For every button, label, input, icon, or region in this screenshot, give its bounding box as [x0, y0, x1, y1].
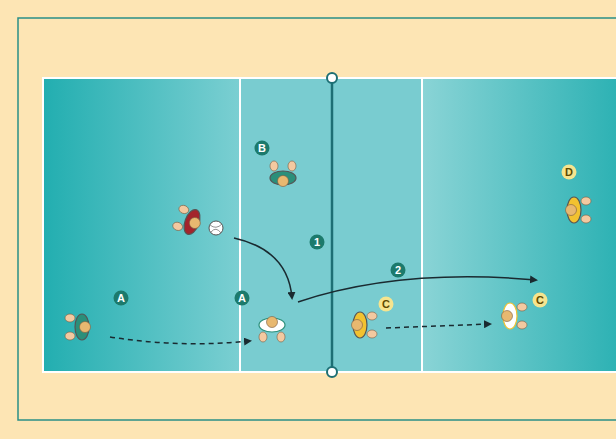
player-figure — [259, 317, 285, 343]
player-letter: A — [235, 291, 250, 306]
player-letter: B — [255, 141, 270, 156]
volleyball — [209, 221, 223, 235]
callout-number: 1 — [310, 235, 325, 250]
callout-number: 2 — [391, 263, 406, 278]
player-letter: C — [379, 297, 394, 312]
player-figure — [270, 161, 296, 187]
player-figure — [65, 314, 91, 340]
player-figure — [566, 197, 592, 223]
player-figure — [352, 312, 378, 338]
player-figure — [172, 204, 205, 237]
player-letter: D — [562, 165, 577, 180]
player-figure — [502, 303, 528, 329]
player-letter: C — [533, 293, 548, 308]
player-letter: A — [114, 291, 129, 306]
